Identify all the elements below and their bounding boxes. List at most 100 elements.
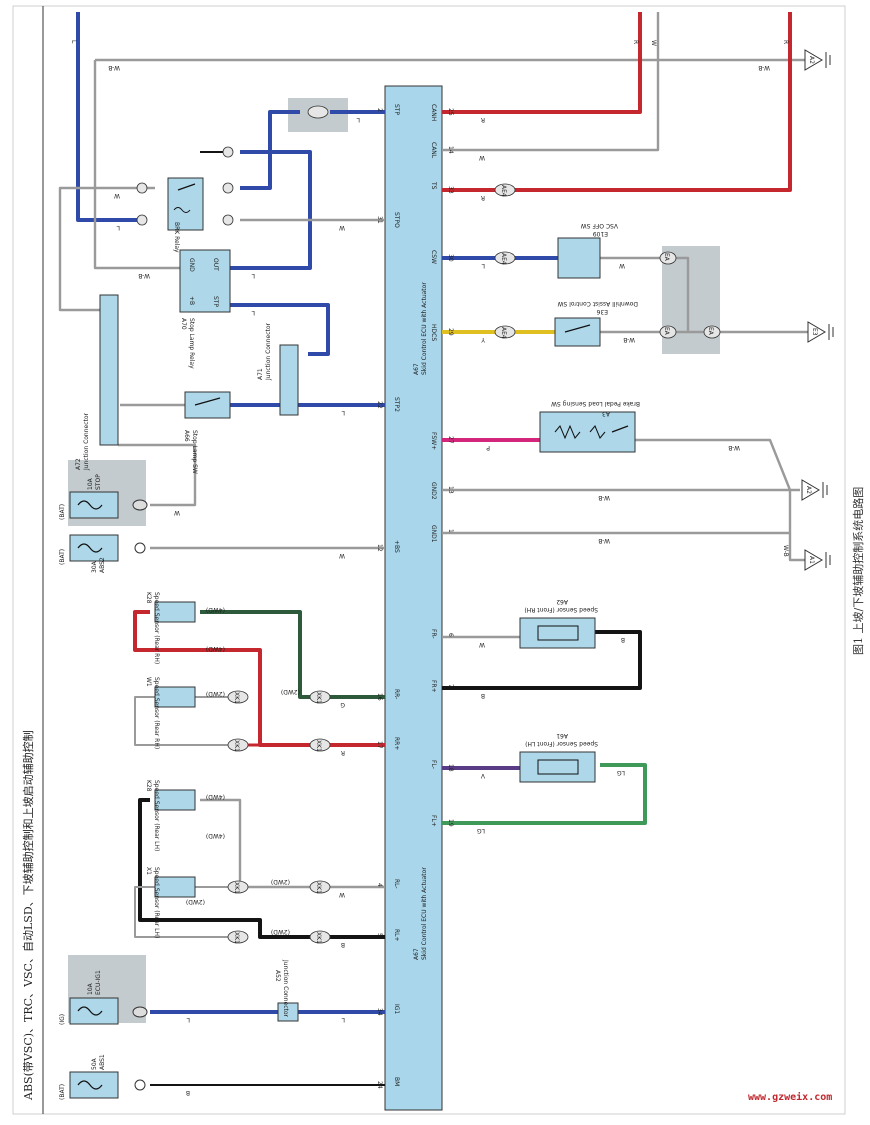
wc-l-ig1-2: L (186, 1016, 190, 1023)
ae4-b: AE4 (500, 253, 507, 265)
ground-a2-top: A2 (808, 56, 815, 64)
xk1-g: XK1 (233, 882, 240, 894)
fuse-ecu-ig1-rating: 10A (87, 982, 94, 995)
xk1-d: XK1 (233, 740, 240, 752)
fuse-labels: (BAT) 50A ABS1 (IG) 10A ECU-IG1 (BAT) 30… (59, 474, 106, 1100)
ea-c: EA (707, 327, 714, 336)
ecu-pin-18: 18 (447, 764, 454, 772)
ground-e3: E3 (811, 328, 818, 336)
ecu-pin-16: 16 (376, 693, 383, 701)
a62-name: Speed Sensor (Front RH) (524, 606, 598, 613)
wc-lg-flp: LG (477, 827, 485, 834)
e36-id: E36 (596, 308, 608, 315)
wc-l-relay: L (116, 224, 120, 231)
tag-2wd-3: (2WD) (271, 928, 290, 935)
ecu-pin-6: 6 (447, 633, 454, 637)
ae4-c: AE4 (500, 327, 507, 339)
relay-gnd: GND (188, 258, 195, 272)
x1-speed-sensor-rear-lh (154, 876, 196, 898)
wc-lg-flp-2: LG (617, 769, 625, 776)
k28-speed-sensor-rear-rh (154, 601, 196, 623)
a61-speed-sensor-front-lh (519, 751, 596, 783)
fuse-abs2 (69, 534, 146, 562)
fuse-abs1-rating: 50A (91, 1057, 98, 1070)
ecu-pin-17: 17 (376, 741, 383, 749)
wire-brk-loop (230, 150, 312, 270)
ecu-terminal-hdcs: HDCS (430, 324, 437, 341)
wire-a72-fuse (118, 443, 197, 507)
ecu-terminal-csw: CSW (430, 250, 437, 264)
ecu-terminal-canl: CANL (430, 142, 437, 159)
ecu-terminal-stp2: STP2 (393, 397, 400, 412)
wc-w-frm: W (479, 641, 485, 648)
ea-a: EA (663, 253, 670, 262)
a61-name: Speed Sensor (Front LH) (525, 740, 598, 747)
wc-w-csw: W (619, 262, 625, 269)
ecu-terminal-stp: STP (393, 104, 400, 115)
wc-wb-hdcs: W-B (623, 336, 635, 343)
ecu-pin-2: 2 (376, 108, 383, 112)
component-labels: A52 Junction Connector X1 Speed Sensor (… (75, 222, 640, 1018)
wc-l-relstp: L (251, 309, 255, 316)
wc-v-flm: V (480, 772, 485, 779)
fuse-abs2-rating: 30A (91, 560, 98, 573)
page-border (12, 5, 846, 1115)
w1-id: W1 (145, 677, 152, 687)
wc-p-fsw: P (486, 444, 490, 451)
ecu-pin-12: 12 (376, 544, 383, 552)
wire-relay-stp (230, 303, 330, 356)
wc-r-canh-2: R (481, 116, 485, 123)
k28-l-id: K28 (145, 780, 152, 792)
ecu-terminal-fsw-: FSW+ (430, 432, 437, 450)
ecu-terminal-rl-: RL- (393, 879, 400, 889)
ground-a1: A1 (808, 556, 815, 564)
wc-g-rrm: G (340, 701, 345, 708)
fuse-stop (69, 491, 148, 519)
e109-id: E109 (593, 230, 608, 237)
wc-r-ts: R (782, 40, 789, 44)
a52-junction-connector (277, 1002, 299, 1022)
ecu-name-2: Skid Control ECU with Actuator (421, 282, 428, 375)
ecu-pin-31: 31 (376, 216, 383, 224)
ecu-pin-1: 1 (447, 529, 454, 533)
k28-speed-sensor-rear-lh (154, 789, 196, 811)
wc-wb-gnd2: W-B (598, 494, 610, 501)
wire-wb-top-left (93, 60, 190, 270)
ecu-terminal-rl-: RL+ (393, 929, 400, 942)
wc-b-bm: B (186, 1089, 190, 1096)
wire-rl-plus (138, 798, 385, 939)
ecu-terminal-fr-: FR- (430, 629, 437, 639)
wire-fsw-wb (635, 438, 792, 491)
watermark: www.gzweix.com (748, 1091, 832, 1103)
ecu-label: A67 Skid Control ECU with Actuator (413, 867, 428, 960)
fuse-ecu-ig1-name: ECU-IG1 (95, 970, 102, 995)
a71-name: Junction Connector (265, 322, 272, 381)
wire-fr-plus (442, 630, 642, 690)
wc-l-csw: L (481, 262, 485, 269)
wc-l-brk: L (251, 272, 255, 279)
fuse-stop-supply: (BAT) (59, 504, 66, 520)
ecu-pin-27: 27 (447, 436, 454, 444)
a70-stop-lamp-relay (179, 249, 231, 313)
a66-stop-lamp-switch (184, 391, 231, 419)
ecu-terminal-fr-: FR+ (430, 680, 437, 693)
x1-name: Speed Sensor (Rear LH) (153, 867, 160, 938)
wc-r-rrp: R (341, 749, 345, 756)
tag-2wd-2: (2WD) (271, 878, 290, 885)
ecu-terminal--bs: +BS (393, 540, 400, 553)
ea-b: EA (663, 327, 670, 336)
wc-l-stp2: L (341, 409, 345, 416)
e109-name: VSC OFF SW (581, 222, 618, 229)
x1-id: X1 (145, 867, 152, 875)
e109-vsc-off-switch (557, 237, 601, 279)
a71-id: A71 (257, 368, 264, 380)
xk1-b: XK1 (315, 740, 322, 752)
tag-2wd-5: (2WD) (281, 688, 300, 695)
fuse-abs2-name: ABS2 (99, 557, 106, 573)
a71-junction-connector (279, 344, 299, 416)
ecu-terminal-rr-: RR- (393, 689, 400, 699)
ecu-terminal-gnd2: GND2 (430, 482, 437, 500)
tag-4wd-1: (4WD) (206, 793, 225, 800)
ae4-a: AE4 (500, 185, 507, 197)
